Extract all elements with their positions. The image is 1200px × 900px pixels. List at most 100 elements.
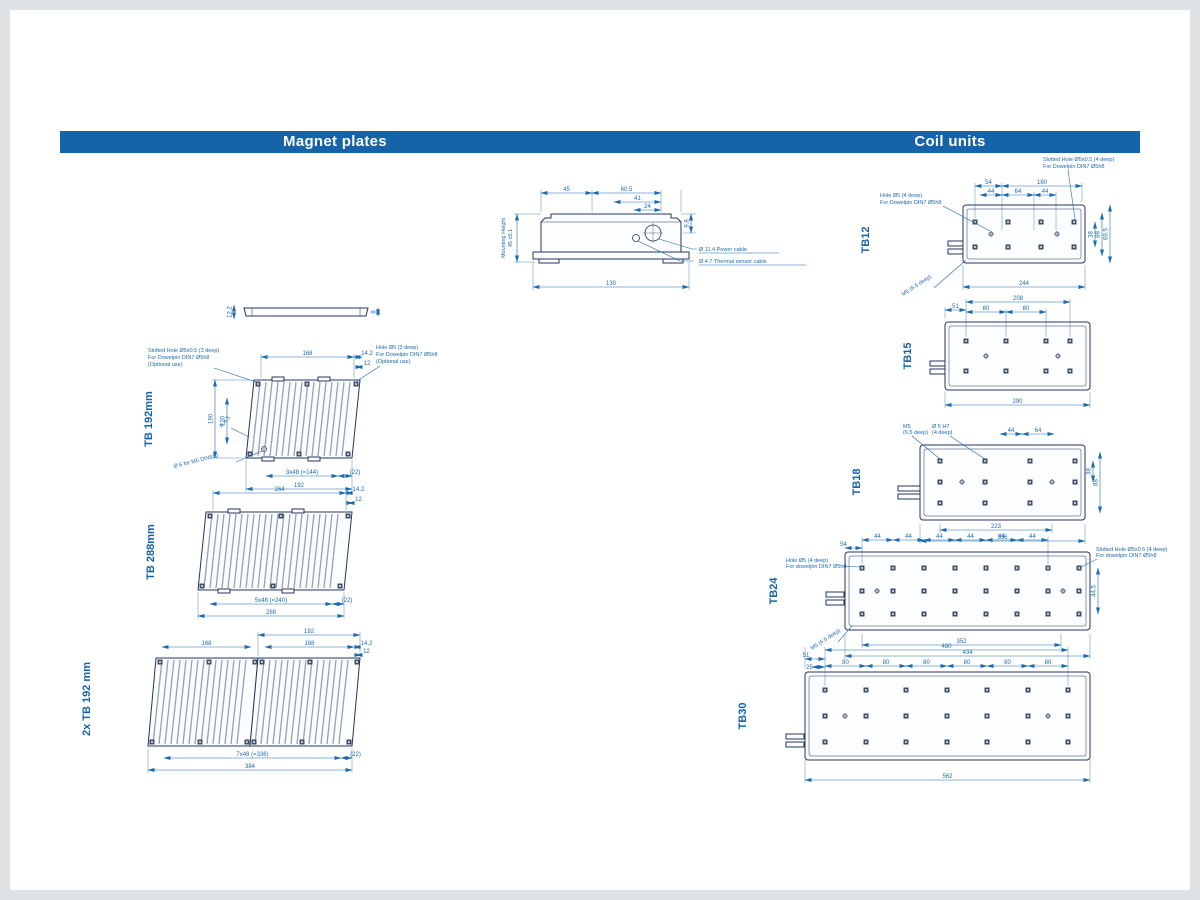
leader-line: [637, 240, 694, 262]
screw-center: [158, 660, 162, 664]
dimension-label: 14.2: [361, 351, 373, 357]
dimension-label: 12: [363, 649, 370, 655]
leader-line: [1080, 558, 1098, 568]
screw-center: [300, 740, 304, 744]
part-shape: [307, 456, 321, 462]
dimension-label: 288: [266, 610, 277, 616]
section-label-tb12: TB12: [860, 226, 872, 254]
magnet-stripe: [203, 513, 213, 589]
screw-center: [1039, 220, 1043, 224]
magnet-stripe: [194, 659, 205, 745]
magnet-stripe: [302, 659, 313, 745]
magnet-stripe: [335, 381, 345, 457]
part-outline: [197, 511, 353, 591]
magnet-stripe: [338, 659, 349, 745]
part-shape: [944, 321, 1091, 391]
screw-center: [1046, 566, 1050, 570]
dimension-label: 12.2: [228, 306, 234, 318]
magnet-stripe: [251, 381, 261, 457]
screw-center: [248, 452, 252, 456]
magnet-stripe: [308, 659, 319, 745]
screw-center: [1073, 459, 1077, 463]
screw-center: [1044, 369, 1048, 373]
annotation-text: For dowelpin DIN7 Ø5h8: [786, 564, 847, 570]
screw-center: [260, 660, 264, 664]
dimension-label: 44: [967, 534, 974, 540]
annotation-text: For Dowelpin DIN7 Ø5h8: [376, 352, 437, 358]
screw-center: [1026, 740, 1030, 744]
part-shape: [538, 258, 560, 264]
screw-center: [1006, 220, 1010, 224]
dimension-label: 384: [245, 764, 256, 770]
part-shape: [844, 551, 1091, 631]
screw-center: [860, 612, 864, 616]
magnet-stripe: [293, 381, 303, 457]
screw-center: [984, 612, 988, 616]
magnet-stripe: [215, 513, 225, 589]
part-shape: [825, 591, 845, 598]
screw-center: [1006, 245, 1010, 249]
magnet-stripe: [281, 513, 291, 589]
part-outline: [540, 213, 682, 253]
part-shape: [217, 588, 231, 594]
magnet-stripe: [263, 381, 273, 457]
screw-center: [346, 452, 350, 456]
screw-center: [1077, 589, 1081, 593]
magnet-stripe: [317, 513, 327, 589]
screw-center: [953, 589, 957, 593]
screw-center: [945, 714, 949, 718]
dimension-label: 80: [983, 306, 990, 312]
magnet-stripe: [275, 513, 285, 589]
part-shape: [281, 588, 295, 594]
annotation-text: For dowelpin DIN7 Ø5h8: [1096, 553, 1157, 559]
magnet-stripe: [323, 381, 333, 457]
annotation-text: Ø 5 H7: [932, 424, 949, 430]
magnet-stripe: [218, 659, 229, 745]
dimension-label: 44: [988, 189, 995, 195]
dimension-label: (22): [342, 598, 353, 604]
dimension-label: 44: [905, 534, 912, 540]
part-shape: [317, 376, 331, 382]
annotation-text: (Optional use): [376, 359, 411, 365]
annotation-text: (6.5 deep): [903, 430, 928, 436]
screw-center: [904, 688, 908, 692]
magnet-stripe: [257, 381, 267, 457]
magnet-stripe: [332, 659, 343, 745]
magnet-stripe: [269, 513, 279, 589]
screw-center: [922, 612, 926, 616]
dimension-label: 44: [1008, 428, 1015, 434]
leader-line: [213, 367, 257, 383]
screw-center: [1066, 740, 1070, 744]
part-outline: [249, 657, 361, 747]
dimension-label: 80: [923, 660, 930, 666]
dimension-label: 290: [1012, 399, 1023, 405]
screw-center: [1072, 220, 1076, 224]
dimension-label: 192: [304, 629, 315, 635]
magnet-stripe: [272, 659, 283, 745]
magnet-stripe: [311, 381, 321, 457]
annotation-text: Ø 4.7 Thermal sensor cable: [699, 259, 767, 265]
section-label-tb18: TB18: [851, 468, 863, 496]
annotation-text: For Dowelpin DIN7 Ø5h8: [880, 200, 941, 206]
screw-center: [271, 584, 275, 588]
screw-center: [891, 566, 895, 570]
annotation-text: Hole Ø5 (3 deep): [376, 345, 418, 351]
dimension-label: 80: [964, 660, 971, 666]
dimension-label: 12: [355, 497, 362, 503]
screw-center: [864, 688, 868, 692]
magnet-stripe: [320, 659, 331, 745]
dimension-label: 244: [1019, 281, 1030, 287]
screw-center: [200, 584, 204, 588]
part-shape: [897, 493, 921, 500]
dimension-label: 562: [942, 774, 953, 780]
part-shape: [785, 733, 805, 740]
part-shape: [825, 599, 845, 606]
screw-center: [983, 459, 987, 463]
dimension-label: 264: [274, 487, 285, 493]
